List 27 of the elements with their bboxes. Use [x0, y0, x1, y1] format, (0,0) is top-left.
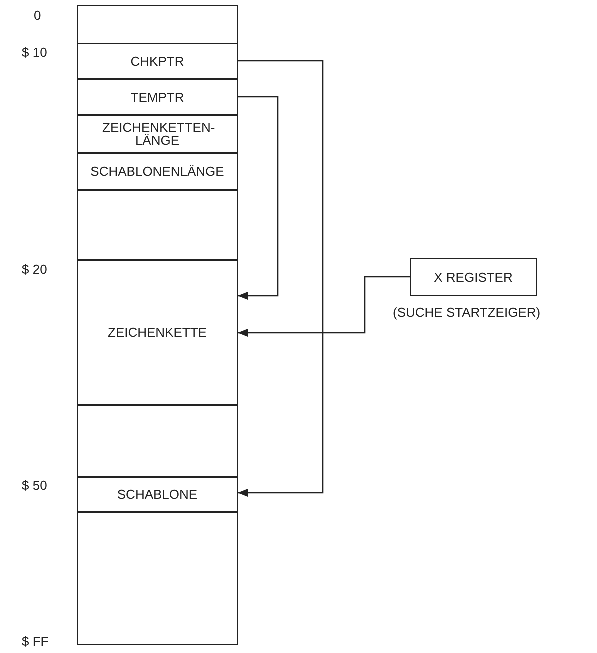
cell-label: CHKPTR: [130, 54, 184, 68]
memory-cell: [77, 477, 238, 512]
address-label: $ 50: [22, 478, 48, 493]
address-label: 0: [34, 8, 42, 23]
arrow: [238, 60, 324, 497]
cell-label: ZEICHENKETTEN- LÄNGE: [102, 121, 212, 147]
arrow: [238, 276, 410, 337]
arrow: [238, 96, 279, 300]
cell-label: SCHABLONE: [117, 488, 198, 501]
cell-label: ZEICHENKETTE: [108, 326, 207, 339]
address-label: $ 10: [22, 45, 48, 60]
memory-cell: [77, 79, 238, 115]
memory-cell: [77, 190, 238, 260]
memory-cell: [77, 405, 238, 477]
register-box: [410, 258, 537, 296]
address-label: $ FF: [22, 634, 49, 649]
memory-cell: [77, 115, 238, 153]
address-label: $ 20: [22, 262, 48, 277]
register-name: X REGISTER: [434, 270, 513, 284]
memory-cell: [77, 260, 238, 405]
memory-cell: [77, 153, 238, 190]
memory-cell: [77, 512, 238, 645]
memory-cell: [77, 5, 238, 44]
cell-label: SCHABLONENLÄNGE: [90, 165, 224, 178]
register-caption: (SUCHE STARTZEIGER): [393, 305, 541, 320]
cell-label: TEMPTR: [130, 90, 184, 104]
memory-cell: [77, 43, 238, 79]
